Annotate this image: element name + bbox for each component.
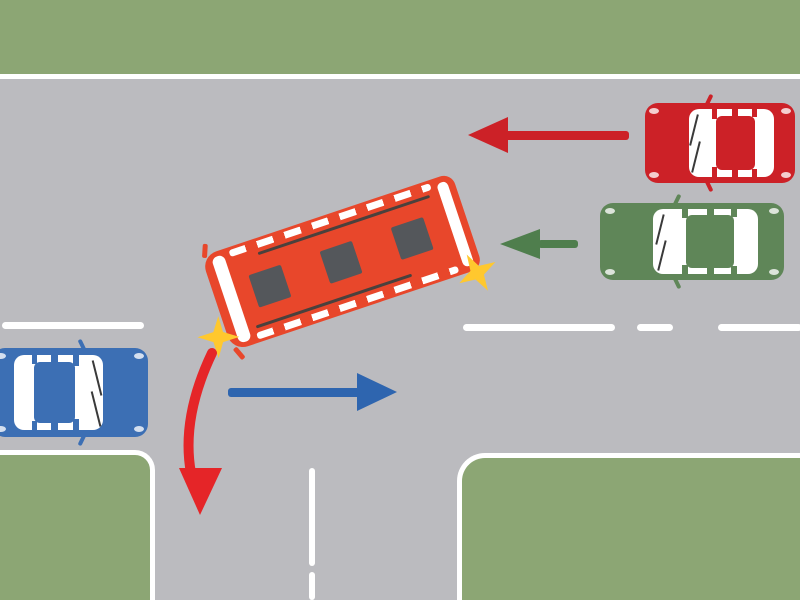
- taillight: [781, 107, 792, 114]
- blue-car: [0, 338, 148, 447]
- lane-marking-side-road-2: [309, 572, 315, 600]
- grass-verge-bottom-left: [0, 450, 155, 600]
- red-bus: [201, 172, 483, 361]
- taillight: [769, 207, 780, 214]
- green-car-arrow-shaft: [538, 240, 578, 248]
- lane-marking-main-right-1: [463, 324, 615, 331]
- red-car: [645, 93, 795, 193]
- bus-mirror: [201, 243, 208, 259]
- green-car-arrow-head: [500, 229, 540, 259]
- headlight: [604, 269, 615, 276]
- taillight: [0, 425, 6, 432]
- headlight: [648, 172, 659, 179]
- lane-marking-main-right-3: [718, 324, 800, 331]
- lane-marking-main-left: [2, 322, 144, 329]
- lane-marking-main-right-2: [637, 324, 673, 331]
- red-car-arrow-shaft: [505, 131, 629, 140]
- red-car-arrow-head: [468, 117, 508, 153]
- grass-verge-bottom-right: [457, 453, 800, 600]
- bus-turn-arrow-head: [179, 468, 222, 515]
- blue-car-arrow-shaft: [228, 388, 360, 397]
- green-car-roof: [686, 215, 735, 268]
- headlight: [648, 107, 659, 114]
- lane-marking-side-road-1: [309, 468, 315, 566]
- blue-car-arrow-head: [357, 373, 397, 411]
- bus-turn-arrow: [179, 348, 222, 515]
- headlight: [604, 207, 615, 214]
- taillight: [781, 172, 792, 179]
- bus-turn-arrow-shaft: [183, 348, 217, 478]
- red-car-roof: [715, 115, 755, 171]
- grass-verge-top: [0, 0, 800, 79]
- green-car: [600, 193, 784, 290]
- blue-car-roof: [34, 362, 75, 423]
- taillight: [769, 269, 780, 276]
- headlight: [134, 425, 145, 432]
